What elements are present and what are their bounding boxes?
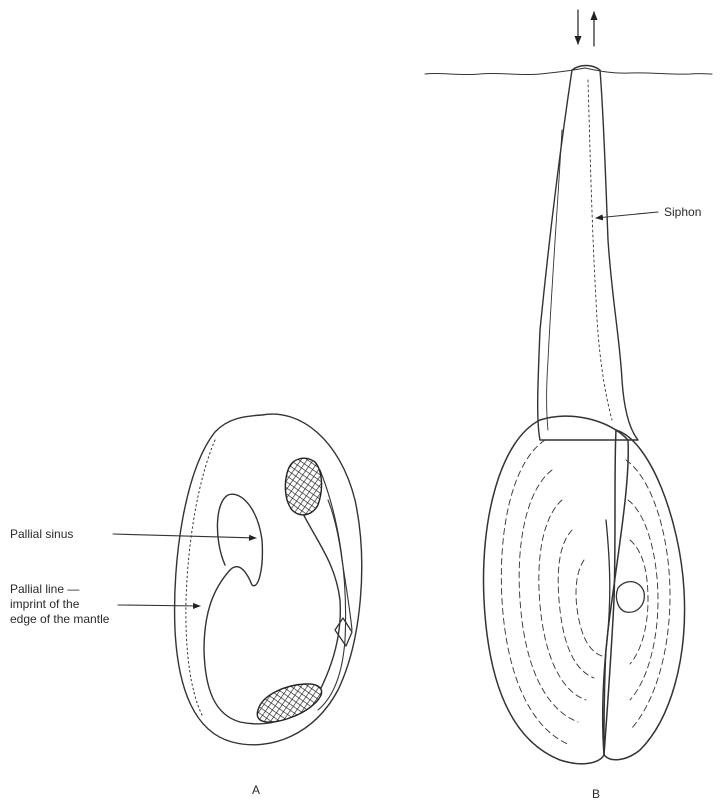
- panel-b-caption: B: [592, 787, 600, 801]
- label-pallial-sinus: Pallial sinus: [10, 527, 256, 541]
- panel-a-shell: [175, 414, 362, 745]
- svg-text:Siphon: Siphon: [664, 205, 701, 219]
- umbo: [616, 582, 644, 613]
- anterior-adductor-scar: [285, 458, 321, 515]
- svg-text:Pallial line —: Pallial line —: [10, 582, 79, 596]
- growth-rings-left: [501, 440, 602, 745]
- panel-b-clam: [425, 10, 712, 764]
- panel-a-caption: A: [252, 783, 260, 797]
- svg-text:imprint of the: imprint of the: [10, 597, 80, 611]
- posterior-adductor-scar: [257, 684, 321, 722]
- shell-rim-stipple: [186, 440, 215, 715]
- label-pallial-line: Pallial line — imprint of the edge of th…: [10, 582, 200, 626]
- growth-rings-right: [626, 460, 670, 728]
- water-surface: [425, 68, 712, 75]
- svg-text:edge of the mantle: edge of the mantle: [10, 612, 110, 626]
- label-siphon: Siphon: [596, 205, 701, 219]
- shell-inner-margin: [318, 470, 346, 710]
- svg-text:Pallial sinus: Pallial sinus: [10, 527, 73, 541]
- shell-outline: [175, 414, 362, 745]
- siphon: [538, 66, 638, 441]
